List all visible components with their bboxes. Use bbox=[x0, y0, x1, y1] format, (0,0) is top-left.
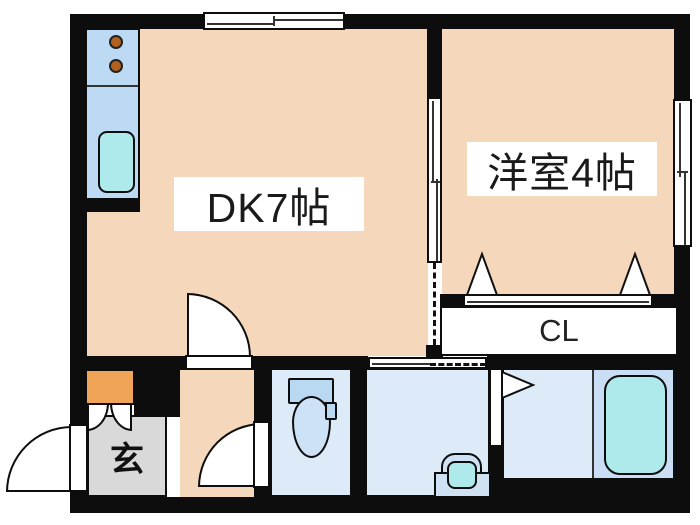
top-window-icon bbox=[203, 12, 345, 30]
bath-door-marker-icon bbox=[501, 370, 536, 400]
genkan-label: 玄 bbox=[110, 440, 144, 479]
washbasin-bowl-icon bbox=[447, 461, 477, 489]
wall-kitchen-cap bbox=[85, 199, 140, 212]
wall-closet-top-right bbox=[652, 294, 674, 307]
wall-entrance-block bbox=[134, 356, 180, 417]
dk-label: DK7帖 bbox=[206, 185, 332, 231]
toilet-bowl-icon bbox=[292, 396, 331, 458]
western-room-label: 洋室4帖 bbox=[487, 150, 637, 196]
wall-dk-bottom-mid bbox=[251, 356, 368, 370]
bathtub bbox=[604, 375, 667, 475]
stove-burner-icon bbox=[109, 59, 123, 73]
closet-door-marker-icon bbox=[618, 251, 652, 296]
entrance-door-swing-icon bbox=[6, 426, 72, 492]
shoe-cabinet bbox=[85, 369, 135, 405]
bath-door-leaf bbox=[489, 368, 503, 447]
closet-label: CL bbox=[539, 313, 579, 348]
wall-bath-top bbox=[487, 356, 674, 370]
western-room-label-box: 洋室4帖 bbox=[467, 142, 657, 196]
wall-bottom bbox=[70, 497, 690, 513]
wall-right bbox=[674, 14, 690, 497]
room-sliding-door-icon bbox=[427, 97, 442, 263]
kitchen-sink-icon bbox=[98, 131, 135, 193]
wall-left bbox=[70, 14, 87, 497]
entrance-door-leaf bbox=[69, 424, 88, 492]
divider-open-section bbox=[429, 263, 440, 345]
genkan-label-box: 玄 bbox=[87, 415, 167, 497]
washroom-opening bbox=[368, 357, 487, 369]
wall-closet-top-left bbox=[440, 294, 464, 307]
wall-divider-top bbox=[427, 14, 442, 98]
kitchen-counter-divider bbox=[87, 85, 138, 87]
toilet-flush-icon bbox=[325, 402, 337, 420]
genkan-step bbox=[167, 417, 180, 497]
wall-bathdoor-lower bbox=[489, 447, 503, 480]
stove-burner-icon bbox=[109, 35, 123, 49]
dk-label-box: DK7帖 bbox=[174, 177, 364, 231]
closet-door-marker-icon bbox=[465, 251, 499, 296]
right-window-icon bbox=[673, 99, 692, 247]
closet-area: CL bbox=[440, 306, 678, 356]
dk-door-opening bbox=[185, 355, 253, 370]
closet-sliding-door-icon bbox=[463, 294, 653, 307]
wall-top bbox=[70, 14, 690, 29]
toilet-door-opening bbox=[253, 421, 270, 488]
wall-toilet-washroom bbox=[351, 368, 365, 497]
wall-bath-bottom bbox=[489, 480, 674, 497]
